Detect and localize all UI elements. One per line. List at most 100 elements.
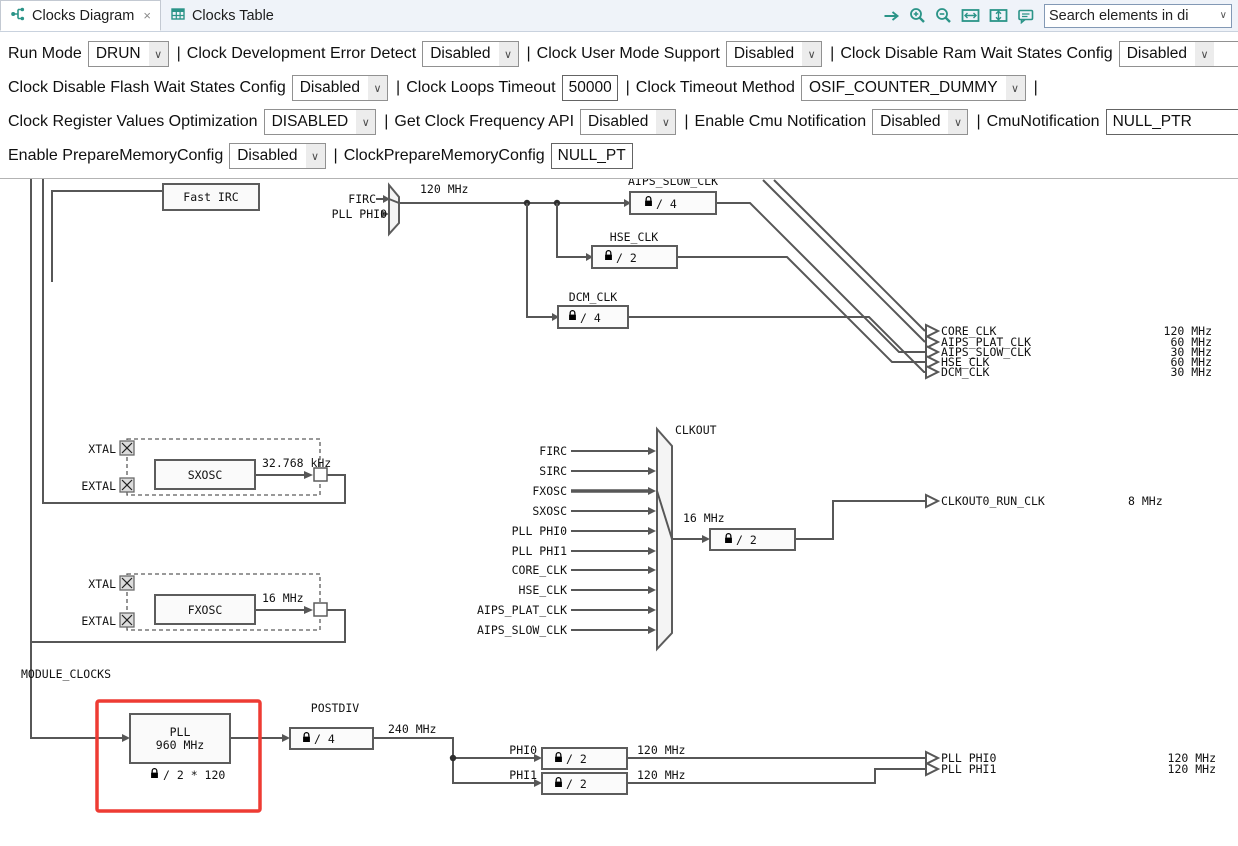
timeout-method-value: OSIF_COUNTER_DUMMY (808, 79, 998, 96)
fxosc-extal-label: EXTAL (81, 614, 116, 628)
dcm-title: DCM_CLK (569, 290, 618, 304)
zoom-in-icon[interactable] (909, 7, 926, 24)
main-freq-label: 120 MHz (420, 182, 468, 196)
clock-tree-svg: Fast IRC FIRC PLL PHI0 120 MHz AIPS_SLOW… (21, 179, 1216, 813)
separator: | (830, 45, 835, 62)
get-freq-api-select[interactable]: Disabled ∨ (580, 109, 677, 135)
output-port-icon (925, 354, 941, 370)
cmu-notif-en-select[interactable]: Disabled ∨ (872, 109, 969, 135)
sxosc-port[interactable] (313, 467, 328, 482)
chevron-down-icon: ∨ (356, 110, 376, 134)
top-output-ports: CORE_CLK AIPS_PLAT_CLK AIPS_SLOW_CLK HSE… (925, 323, 1212, 380)
tab-clocks-diagram[interactable]: Clocks Diagram × (0, 0, 161, 31)
hse-divider-label: / 2 (616, 251, 637, 265)
output-port-icon (925, 323, 941, 339)
aips-slow-divider-box[interactable] (629, 191, 717, 215)
clkout-in-firc: FIRC (539, 444, 567, 458)
flash-wait-label: Clock Disable Flash Wait States Config (8, 79, 286, 96)
hse-divider: HSE_CLK / 2 (591, 230, 678, 269)
clock-config-panel: Run Mode DRUN ∨ | Clock Development Erro… (0, 32, 1238, 178)
config-row-1: Run Mode DRUN ∨ | Clock Development Erro… (0, 37, 1238, 71)
fast-irc-box[interactable] (162, 183, 260, 211)
run-mode-select[interactable]: DRUN ∨ (87, 41, 169, 67)
ram-wait-select[interactable]: Disabled ∨ (1118, 41, 1238, 67)
comment-icon[interactable] (1017, 8, 1035, 24)
postdiv-box[interactable] (289, 727, 374, 750)
close-icon[interactable]: × (143, 8, 151, 23)
tab-clocks-table[interactable]: Clocks Table (161, 0, 283, 31)
chevron-down-icon: ∨ (656, 110, 676, 134)
zoom-out-icon[interactable] (935, 7, 952, 24)
prep-mem-en-select[interactable]: Disabled ∨ (229, 143, 326, 169)
fxosc-xtal-label: XTAL (88, 577, 116, 591)
dcm-clk-label: DCM_CLK (941, 365, 990, 379)
phi1-divider-box[interactable] (541, 772, 628, 795)
forward-icon[interactable] (883, 9, 900, 23)
module-clocks-label: MODULE_CLOCKS (21, 667, 111, 681)
chevron-down-icon: ∨ (148, 42, 168, 66)
clkout-in-fxosc: FXOSC (532, 484, 567, 498)
fit-height-icon[interactable] (989, 8, 1008, 24)
cmu-notification-input[interactable] (1105, 109, 1238, 135)
separator: | (1033, 79, 1038, 96)
fxosc-label: FXOSC (188, 603, 223, 617)
reg-opt-select[interactable]: DISABLED ∨ (263, 109, 377, 135)
cmu-notif-en-label: Enable Cmu Notification (694, 113, 867, 130)
prep-mem-en-value: Disabled (237, 147, 298, 164)
ram-wait-label: Clock Disable Ram Wait States Config (840, 45, 1113, 62)
fxosc-box[interactable] (154, 594, 256, 625)
timeout-method-label: Clock Timeout Method (635, 79, 795, 96)
pll-label: PLL (170, 725, 191, 739)
get-freq-api-label: Get Clock Frequency API (394, 113, 575, 130)
postdiv-label: / 4 (314, 732, 335, 746)
separator: | (684, 113, 689, 130)
separator: | (976, 113, 981, 130)
chevron-down-icon[interactable]: ∨ (1219, 10, 1227, 21)
separator: | (526, 45, 531, 62)
phi0-divider-box[interactable] (541, 747, 628, 770)
fxosc-freq: 16 MHz (262, 591, 304, 605)
loops-timeout-input[interactable] (561, 75, 618, 101)
prepare-memory-config-input[interactable] (550, 143, 633, 169)
user-mode-select[interactable]: Disabled ∨ (725, 41, 823, 67)
aips-slow-clk-label: AIPS_SLOW_CLK (941, 345, 1031, 359)
clocks-table-icon (170, 6, 186, 26)
clkout-mux[interactable] (656, 426, 673, 652)
hse-divider-box[interactable] (591, 245, 678, 269)
phi1-title: PHI1 (509, 768, 537, 782)
arrowheads (122, 195, 710, 787)
firc-mux[interactable] (388, 182, 400, 237)
clkout-divider-box[interactable] (709, 528, 796, 551)
dcm-divider-box[interactable] (557, 305, 629, 329)
sxosc-box[interactable] (154, 459, 256, 490)
config-row-4: Enable PrepareMemoryConfig Disabled ∨ | … (0, 139, 1238, 173)
clkout-in-sirc: SIRC (539, 464, 567, 478)
pll-phi0-input-label: PLL PHI0 (332, 207, 387, 221)
clocks-diagram-canvas[interactable]: Fast IRC FIRC PLL PHI0 120 MHz AIPS_SLOW… (0, 178, 1238, 846)
sxosc-group: XTAL EXTAL SXOSC 32.768 kHz (81, 438, 331, 496)
pll-phi1-out-label: PLL PHI1 (941, 762, 996, 776)
diagram-search: ∨ (1044, 3, 1232, 28)
flash-wait-select[interactable]: Disabled ∨ (291, 75, 389, 101)
pll-box[interactable] (129, 713, 231, 764)
pll-phi0-out-label: PLL PHI0 (941, 751, 996, 765)
reg-opt-value: DISABLED (271, 113, 349, 130)
pll-phi1-out-freq: 120 MHz (1168, 762, 1216, 776)
search-input[interactable] (1049, 7, 1218, 24)
clkout-in-pll-phi0: PLL PHI0 (512, 524, 567, 538)
sxosc-label: SXOSC (188, 468, 223, 482)
dev-error-select[interactable]: Disabled ∨ (422, 41, 519, 67)
hse-clk-freq: 60 MHz (1170, 355, 1212, 369)
timeout-method-select[interactable]: OSIF_COUNTER_DUMMY ∨ (800, 75, 1026, 101)
get-freq-api-value: Disabled (588, 113, 649, 130)
pll-phi0-out-freq: 120 MHz (1168, 751, 1216, 765)
flash-wait-value: Disabled (299, 79, 361, 96)
chevron-down-icon: ∨ (1195, 42, 1215, 66)
fit-width-icon[interactable] (961, 8, 980, 24)
output-port-icon (925, 364, 941, 380)
postdiv-freq: 240 MHz (388, 722, 436, 736)
aips-plat-clk-label: AIPS_PLAT_CLK (941, 335, 1031, 349)
pll-freq: 960 MHz (156, 738, 204, 752)
prep-mem-en-label: Enable PrepareMemoryConfig (8, 147, 224, 164)
fxosc-port[interactable] (313, 602, 328, 617)
